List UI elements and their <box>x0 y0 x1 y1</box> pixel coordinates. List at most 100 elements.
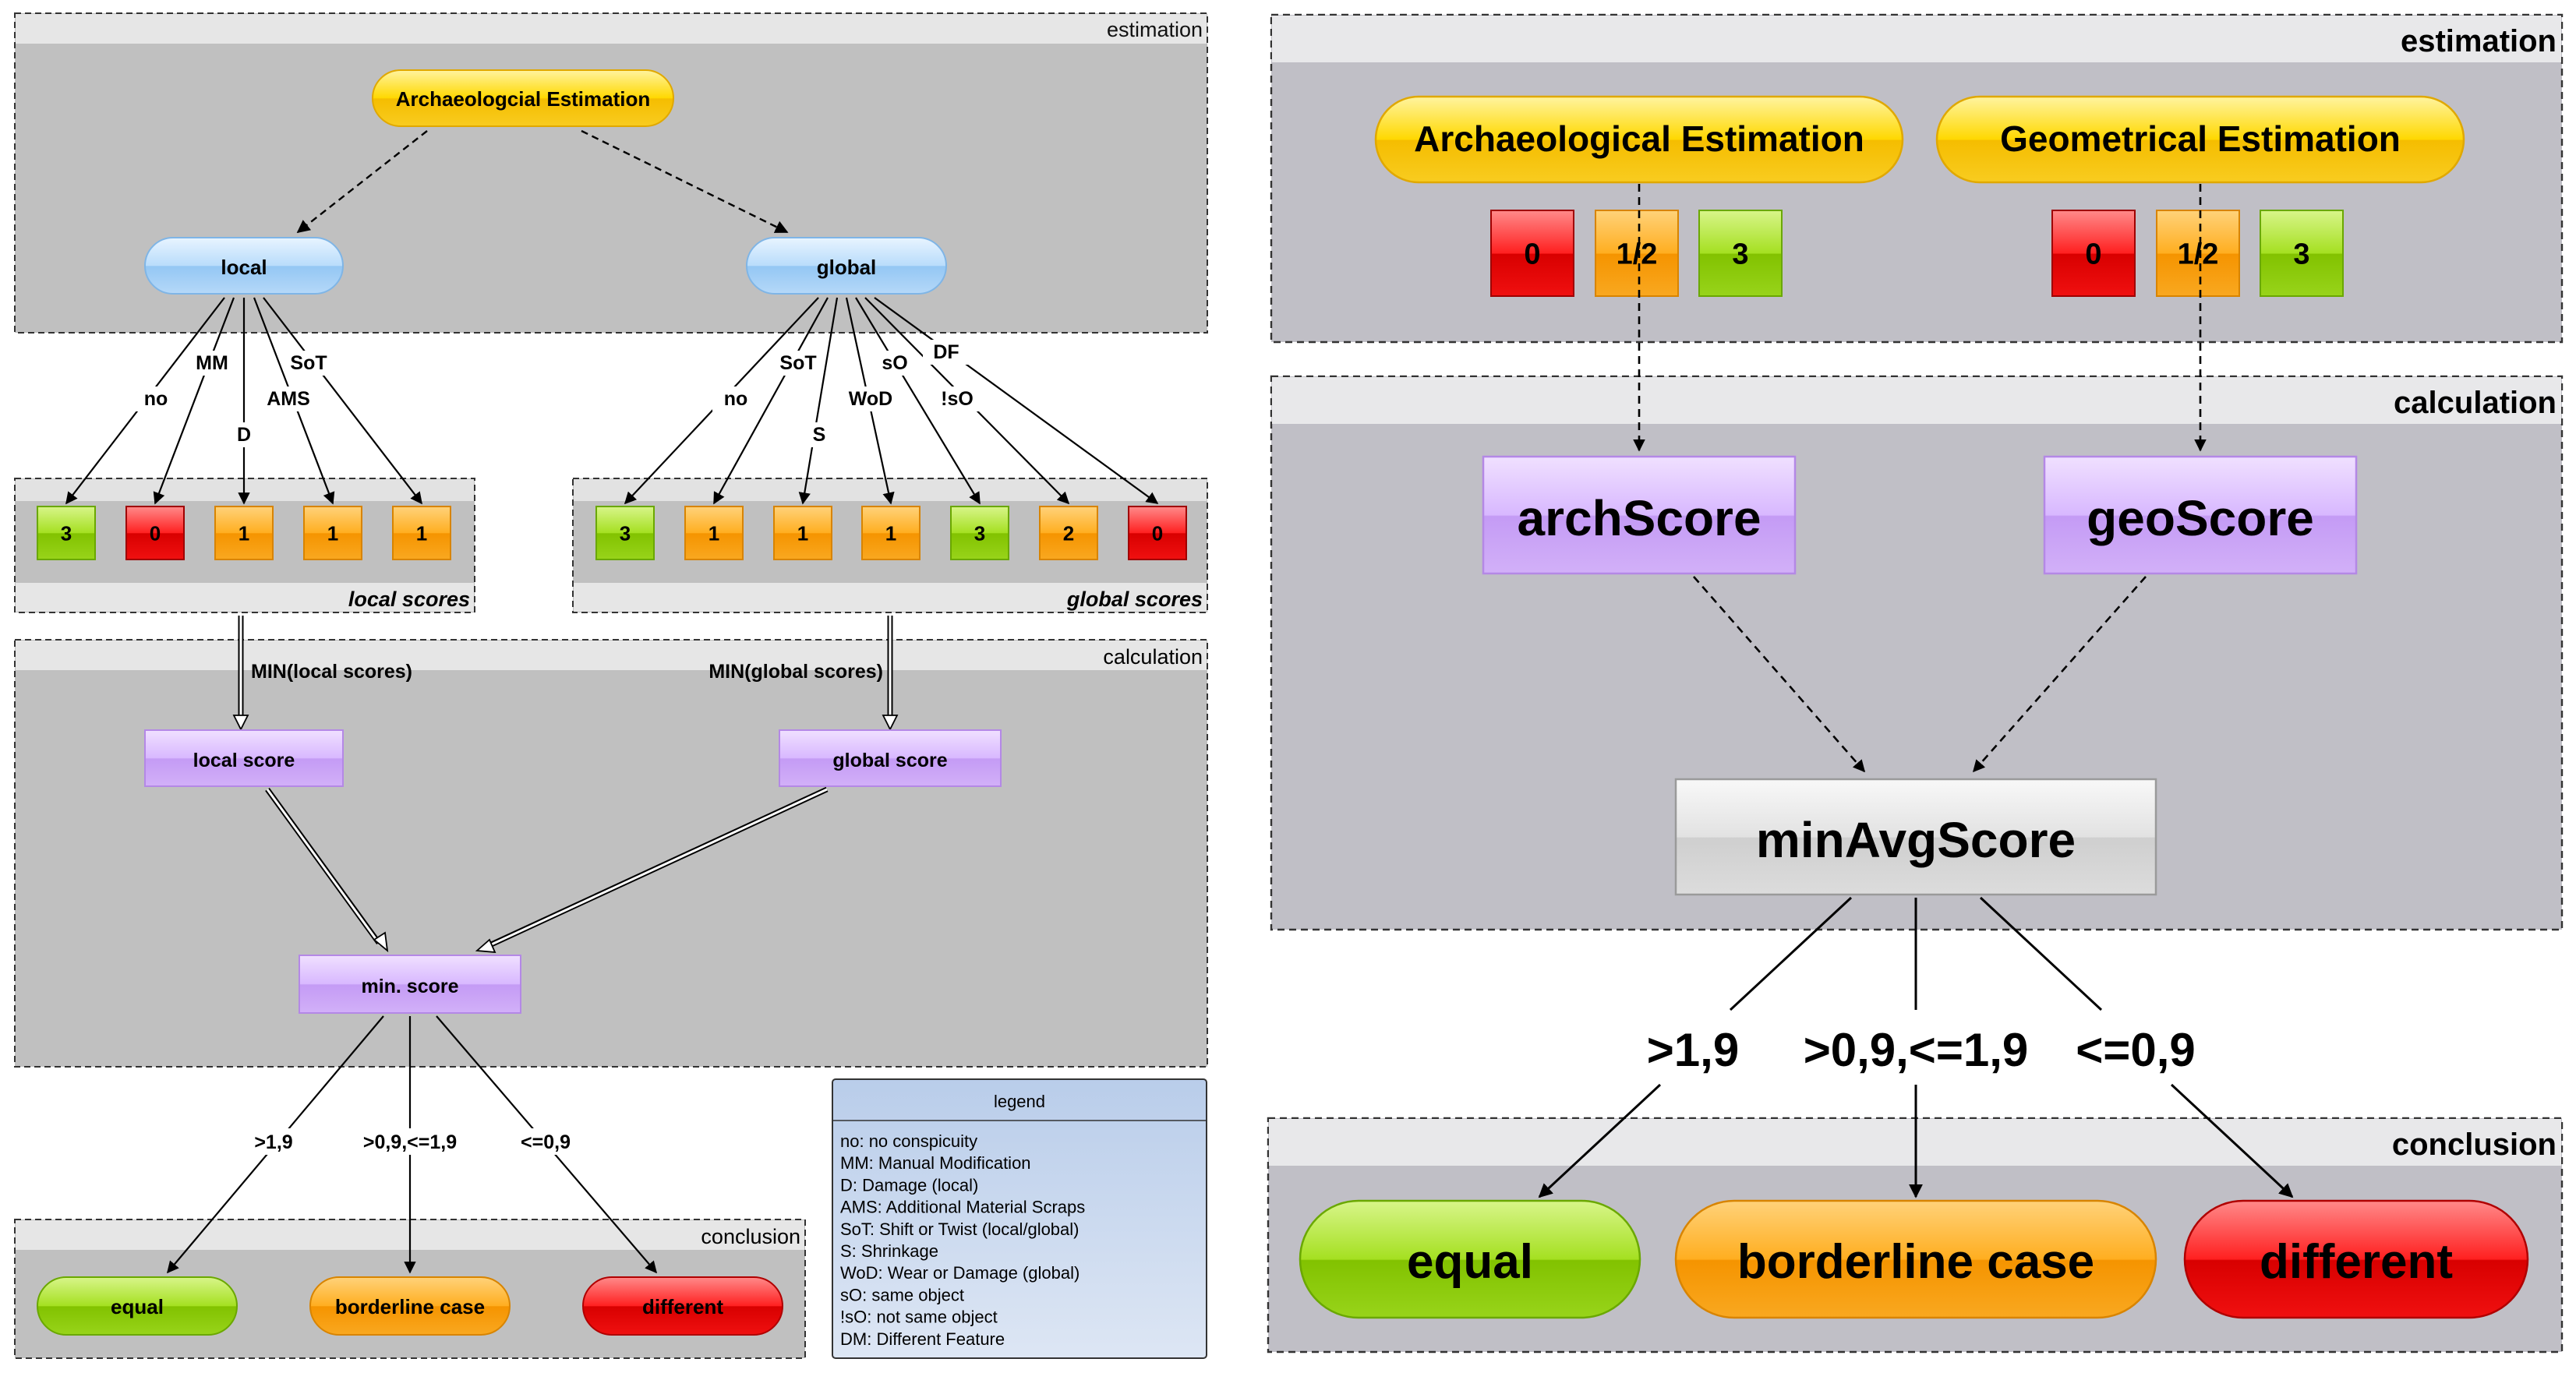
global-edge-label-3: WoD <box>849 388 892 410</box>
global-score-box-4-value: 3 <box>974 521 985 545</box>
left-arch-estimation-node: Archaeologcial Estimation <box>372 69 674 127</box>
global-score-box-2-value: 1 <box>797 521 808 545</box>
min-avg-score-label: minAvgScore <box>1756 812 2076 868</box>
geo-score-node: geoScore <box>2043 455 2358 575</box>
left-threshold-1: >1,9 <box>254 1131 292 1153</box>
global-edge-label-2: S <box>813 424 826 446</box>
right-conclusion-title: conclusion <box>2392 1128 2557 1162</box>
legend-item: MM: Manual Modification <box>840 1153 1031 1173</box>
right-conclusion-borderline: borderline case <box>1674 1199 2157 1319</box>
left-borderline-label: borderline case <box>335 1295 485 1318</box>
global-score-box-3-value: 1 <box>885 521 896 545</box>
arch-value-box-2: 3 <box>1698 210 1783 297</box>
geo-value-box-0-value: 0 <box>2085 238 2101 271</box>
local-edge-label-0: no <box>144 388 168 410</box>
geo-value-box-0: 0 <box>2051 210 2136 297</box>
global-score-label: global score <box>832 750 947 771</box>
left-conclusion-equal: equal <box>37 1276 238 1336</box>
global-edge-1 <box>713 297 829 505</box>
arrow-arch-to-local <box>296 130 428 234</box>
right-geo-estimation-label: Geometrical Estimation <box>2000 118 2401 159</box>
left-arch-estimation-label: Archaeologcial Estimation <box>396 87 651 111</box>
geo-value-box-1: 1/2 <box>2156 210 2240 297</box>
right-different-label: different <box>2260 1235 2453 1289</box>
global-score-box-3: 1 <box>861 506 921 560</box>
right-threshold-2: >0,9,<=1,9 <box>1804 1024 2029 1076</box>
global-score-box-1-value: 1 <box>708 521 719 545</box>
legend-item: AMS: Additional Material Scraps <box>840 1198 1085 1217</box>
global-edge-label-5: !sO <box>941 388 974 410</box>
arch-value-box-0-value: 0 <box>1524 238 1540 271</box>
global-edge-6 <box>874 297 1159 504</box>
global-label: global <box>817 256 877 279</box>
global-edge-4 <box>855 297 981 505</box>
arch-value-box-1-value: 1/2 <box>1617 238 1658 271</box>
right-conclusion-different: different <box>2183 1199 2529 1319</box>
global-score-node: global score <box>779 729 1002 787</box>
arrow-arch-to-global <box>581 129 789 234</box>
global-score-box-5-value: 2 <box>1063 521 1074 545</box>
legend-item: S: Shrinkage <box>840 1241 938 1261</box>
global-edge-2 <box>798 297 839 505</box>
left-calculation-title: calculation <box>1103 645 1203 669</box>
left-threshold-3: <=0,9 <box>521 1131 571 1153</box>
min-local-label: MIN(local scores) <box>251 661 412 683</box>
right-geo-estimation-node: Geometrical Estimation <box>1935 95 2465 184</box>
local-score-box-4: 1 <box>392 506 451 560</box>
left-conclusion-borderline: borderline case <box>309 1276 511 1336</box>
local-score-box-0: 3 <box>37 506 96 560</box>
min-local-arrow: MIN(local scores) <box>232 616 412 732</box>
min-global-arrow: MIN(global scores) <box>708 616 899 732</box>
local-edge-label-4: SoT <box>290 352 327 374</box>
local-score-label: local score <box>193 750 295 771</box>
local-edge-label-1: MM <box>196 352 228 374</box>
legend-item: WoD: Wear or Damage (global) <box>840 1263 1080 1283</box>
global-score-box-0: 3 <box>595 506 655 560</box>
arrow-archscore-to-minavg <box>1693 576 1866 773</box>
local-score-node: local score <box>144 729 344 787</box>
legend-title: legend <box>994 1092 1045 1111</box>
left-different-label: different <box>642 1295 723 1318</box>
left-conclusion-title: conclusion <box>701 1225 800 1248</box>
arrow-geoscore-to-minavg <box>1972 576 2147 773</box>
global-score-box-2: 1 <box>773 506 832 560</box>
right-borderline-label: borderline case <box>1737 1235 2094 1289</box>
local-score-box-0-value: 3 <box>61 521 72 545</box>
local-edge-label-2: D <box>237 424 251 446</box>
arch-score-node: archScore <box>1482 455 1797 575</box>
geo-score-label: geoScore <box>2087 490 2314 546</box>
right-threshold-3: <=0,9 <box>2076 1024 2196 1076</box>
geo-value-box-2: 3 <box>2260 210 2344 297</box>
global-score-box-0-value: 3 <box>620 521 631 545</box>
global-edge-label-1: SoT <box>779 352 816 374</box>
arch-value-boxes: 0 1/2 3 <box>1490 210 1783 297</box>
min-score-node: min. score <box>299 955 521 1014</box>
min-score-label: min. score <box>361 976 458 997</box>
local-edge-4 <box>263 297 422 505</box>
left-estimation-title: estimation <box>1107 18 1203 41</box>
local-score-box-1-value: 0 <box>150 521 161 545</box>
legend-item: SoT: Shift or Twist (local/global) <box>840 1219 1080 1239</box>
legend-item: D: Damage (local) <box>840 1175 978 1195</box>
global-node: global <box>746 237 947 295</box>
local-score-box-2: 1 <box>214 506 274 560</box>
legend-item: sO: same object <box>840 1285 964 1304</box>
global-edge-label-6: DF <box>933 341 959 363</box>
geo-value-box-2-value: 3 <box>2293 238 2309 271</box>
right-calculation-title: calculation <box>2394 386 2557 420</box>
global-score-box-6-value: 0 <box>1152 521 1163 545</box>
left-threshold-2: >0,9,<=1,9 <box>363 1131 457 1153</box>
global-edge-label-0: no <box>724 388 748 410</box>
local-score-box-4-value: 1 <box>416 521 427 545</box>
legend-item: !sO: not same object <box>840 1308 998 1327</box>
arch-value-box-1: 1/2 <box>1595 210 1679 297</box>
arch-value-box-0: 0 <box>1490 210 1574 297</box>
local-to-min-arrow <box>265 787 389 953</box>
right-threshold-1: >1,9 <box>1647 1024 1739 1076</box>
right-equal-label: equal <box>1407 1235 1533 1289</box>
